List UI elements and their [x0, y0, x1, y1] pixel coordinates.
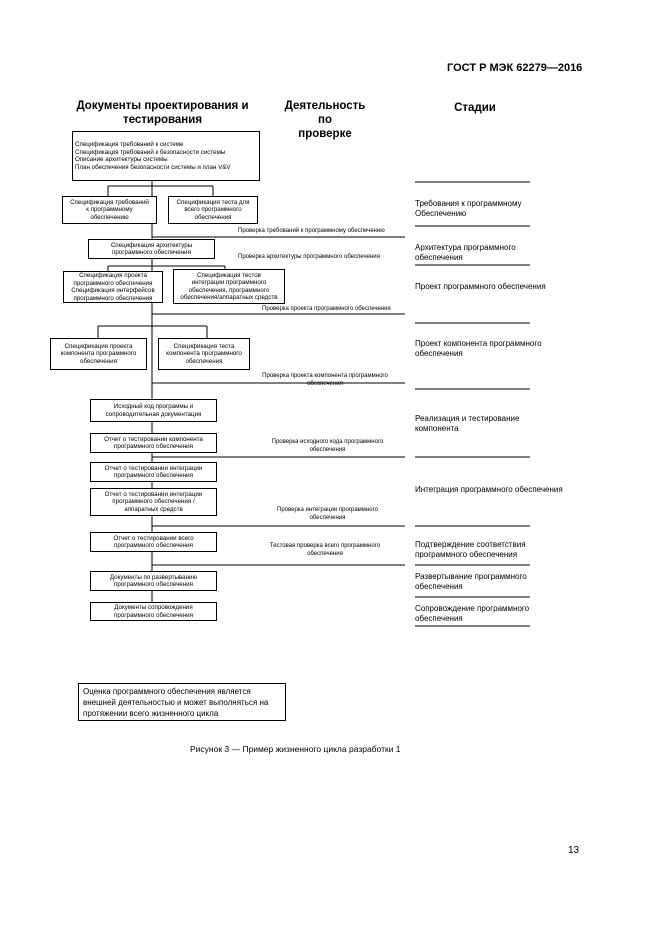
verification-requirements: Проверка требований к программному обесп… — [238, 228, 385, 234]
hardware-integration-report-box: Отчет о тестировании интеграции программ… — [90, 488, 217, 516]
software-design-spec-box: Спецификация проекта программного обеспе… — [63, 271, 163, 303]
stage-validation: Подтверждение соответствия программного … — [415, 540, 526, 559]
standard-number: ГОСТ Р МЭК 62279—2016 — [447, 62, 583, 74]
stage-software-integration: Интеграция программного обеспечения — [415, 485, 563, 494]
column-heading-verification: Деятельность по проверке — [284, 100, 366, 140]
software-integration-report-box: Отчет о тестировании интеграции программ… — [90, 462, 217, 482]
verification-integration: Проверка интеграции программного обеспеч… — [277, 507, 378, 521]
stage-software-architecture: Архитектура программного обеспечения — [415, 243, 516, 262]
integration-test-spec-box: Спецификация тестов интеграции программн… — [173, 269, 285, 304]
stage-software-design: Проект программного обеспечения — [415, 282, 546, 291]
stage-deployment: Развертывание программного обеспечения — [415, 572, 527, 591]
stage-component-implementation: Реализация и тестирование компонента — [415, 414, 520, 433]
stage-component-design: Проект компонента программного обеспечен… — [415, 339, 542, 358]
column-heading-documents: Документы проектирования и тестирования — [76, 100, 249, 126]
figure-caption: Рисунок 3 — Пример жизненного цикла разр… — [190, 744, 401, 754]
software-requirements-spec-box: Спецификация требований к программному о… — [62, 196, 157, 224]
verification-component-design: Проверка проекта компонента программного… — [262, 373, 388, 387]
source-code-box: Исходный код программы и сопроводительна… — [90, 399, 217, 422]
page-number: 13 — [568, 845, 580, 856]
verification-architecture: Проверка архитектуры программного обеспе… — [238, 254, 380, 260]
overall-test-report-box: Отчет о тестировании всего программного … — [90, 532, 217, 552]
deployment-docs-box: Документы по развертыванию программного … — [90, 571, 217, 591]
stage-software-requirements: Требования к программному Обеспечению — [415, 199, 522, 218]
column-heading-stages: Стадии — [454, 102, 496, 114]
software-architecture-spec-box: Спецификация архитектуры программного об… — [88, 239, 215, 259]
component-test-report-box: Отчет о тестировании компонента программ… — [90, 433, 217, 453]
maintenance-docs-box: Документы сопровождения программного обе… — [90, 602, 217, 621]
verification-source-code: Проверка исходного кода программного обе… — [271, 439, 384, 453]
verification-design: Проверка проекта программного обеспечени… — [262, 306, 391, 312]
assessment-note: Оценка программного обеспечения является… — [78, 683, 286, 721]
system-specifications-box: Спецификация требований к системе Специф… — [72, 131, 260, 181]
software-test-spec-box: Спецификация теста для всего программног… — [168, 196, 258, 224]
component-design-spec-box: Спецификация проекта компонента программ… — [50, 338, 147, 370]
stage-maintenance: Сопровождение программного обеспечения — [415, 604, 530, 623]
verification-overall-test: Тестовая проверка всего программного обе… — [269, 543, 381, 557]
component-test-spec-box: Спецификация теста компонента программно… — [158, 338, 250, 370]
